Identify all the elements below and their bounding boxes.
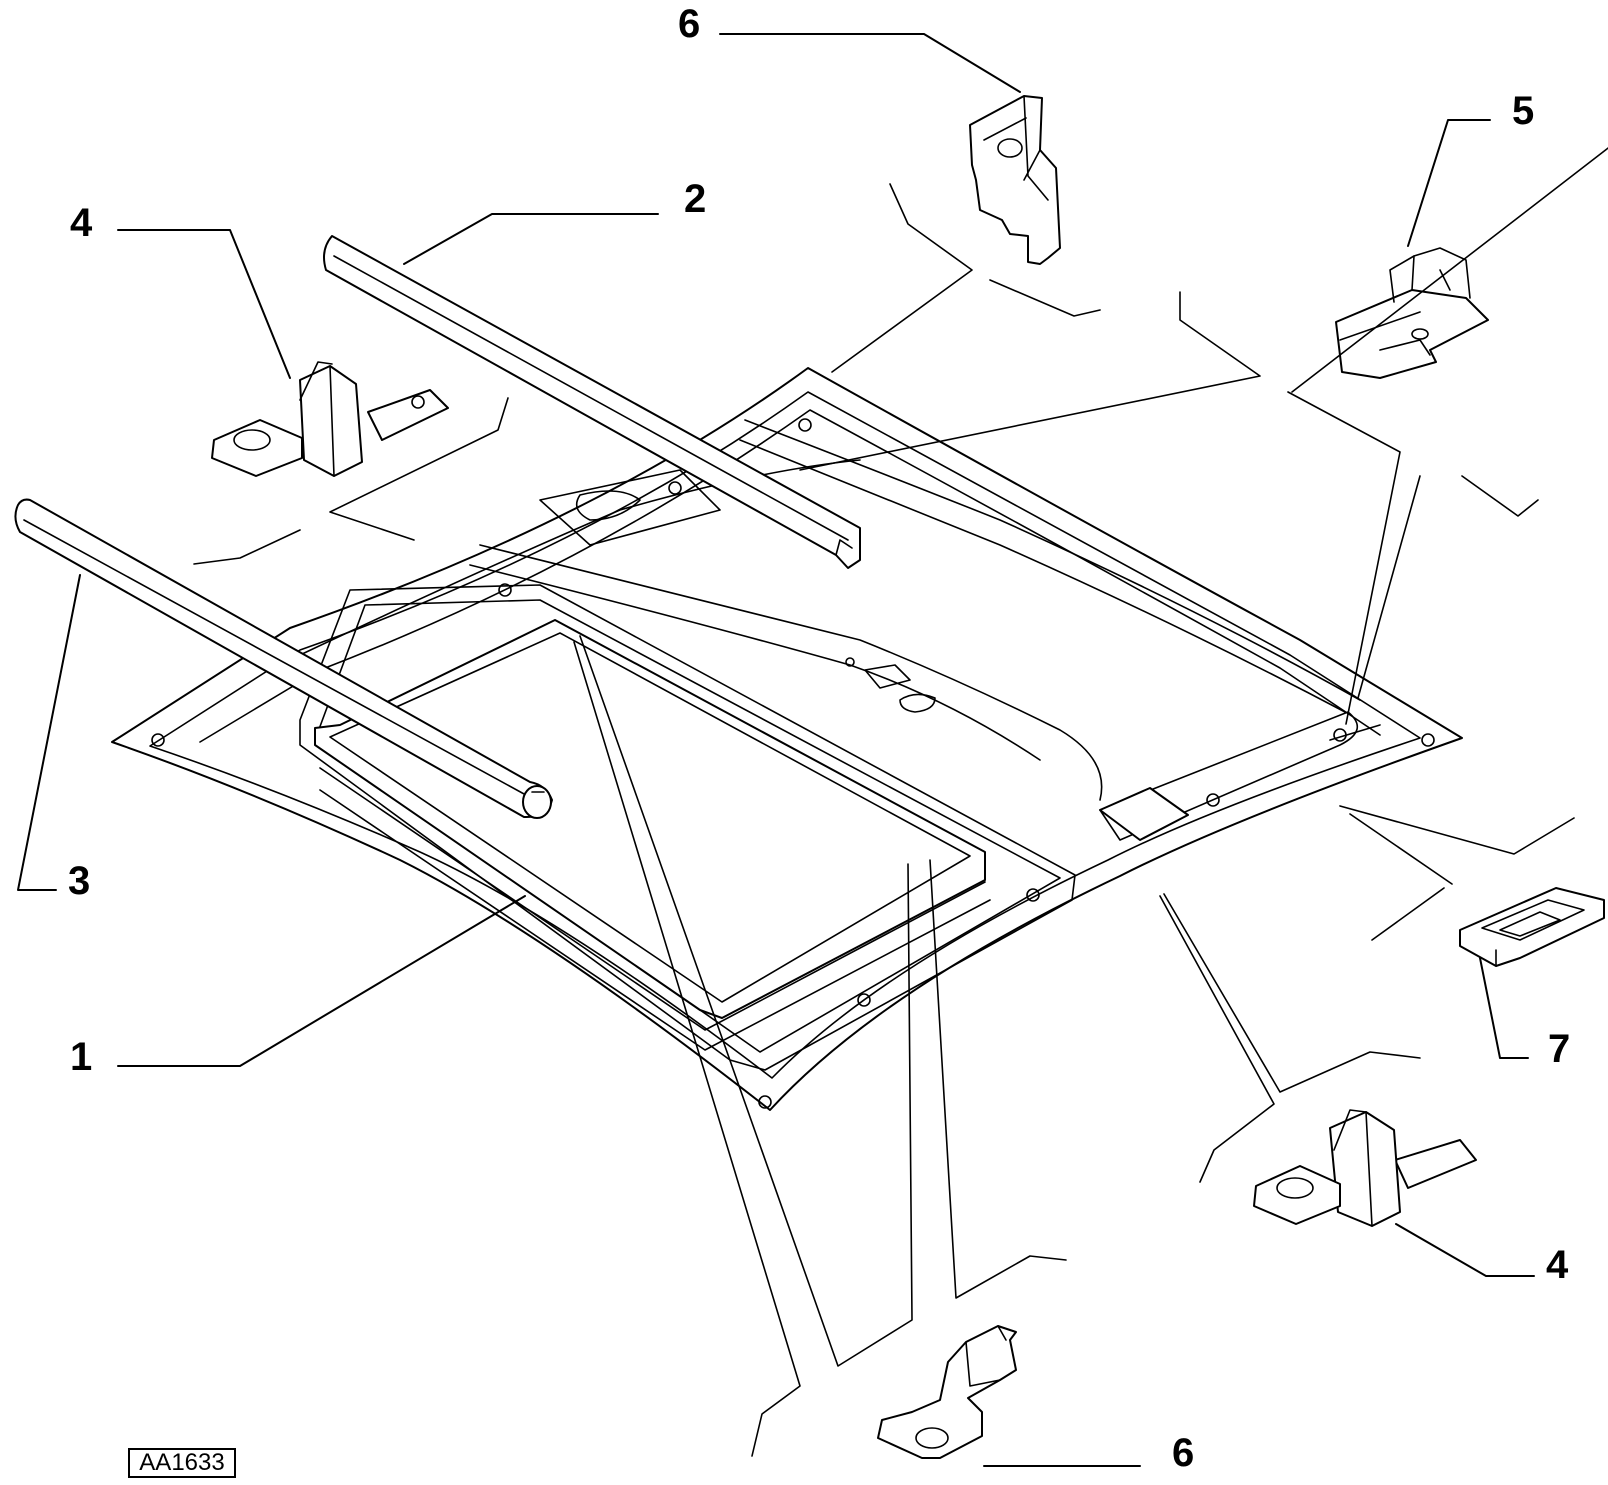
part-2-front-seal xyxy=(323,235,861,569)
part-7-handle xyxy=(1459,887,1605,967)
part-6-bracket-bottom xyxy=(877,1325,1017,1459)
roof-panel xyxy=(111,367,1463,1111)
leader-lines xyxy=(17,33,1608,1467)
callout-5: 5 xyxy=(1512,89,1534,133)
callout-2: 2 xyxy=(684,177,706,221)
callout-3: 3 xyxy=(68,859,90,903)
callout-6-top: 6 xyxy=(678,2,700,46)
mounting-holes xyxy=(151,418,1435,1109)
callout-labels: 6 5 2 4 3 1 7 4 6 xyxy=(68,2,1570,1475)
part-4-hinge-bracket-bottom xyxy=(1253,1109,1477,1227)
part-6-bracket-top xyxy=(969,95,1061,265)
drawing-code-label: AA1633 xyxy=(128,1448,236,1478)
callout-7: 7 xyxy=(1548,1027,1570,1071)
callout-6-bottom: 6 xyxy=(1172,1431,1194,1475)
callout-4-top: 4 xyxy=(70,201,93,245)
part-3-rear-seal xyxy=(14,498,553,819)
part-5-guide-block xyxy=(1335,247,1489,379)
callout-1: 1 xyxy=(70,1035,92,1079)
callout-4-bottom: 4 xyxy=(1546,1243,1569,1287)
part-4-hinge-bracket-top xyxy=(211,361,449,477)
